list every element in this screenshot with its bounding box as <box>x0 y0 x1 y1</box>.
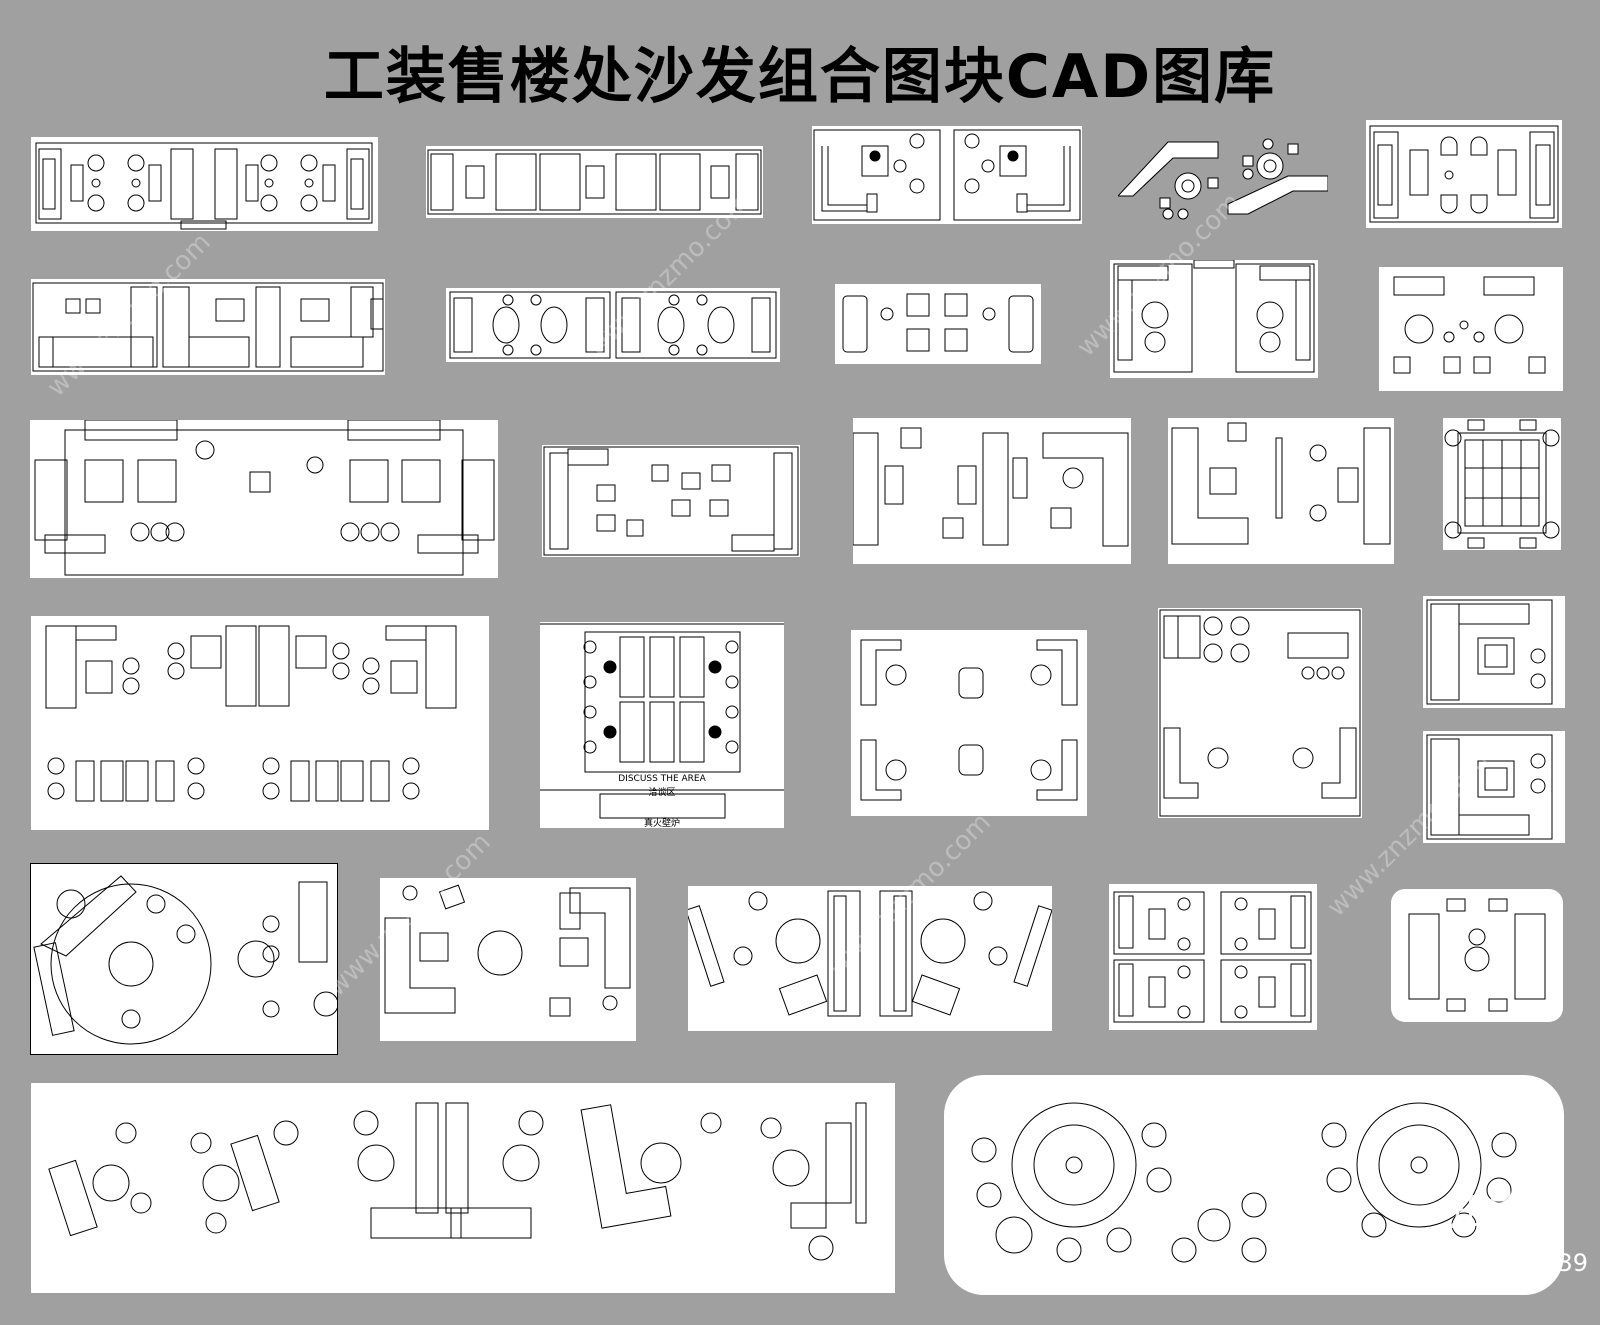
sofa-plan-drawing <box>1391 889 1563 1022</box>
sofa-plan-drawing <box>31 1083 895 1293</box>
cad-block-27[interactable] <box>31 1083 895 1293</box>
sofa-plan-drawing <box>446 288 780 362</box>
image-id: ID: 1163272339 <box>1394 1249 1588 1277</box>
cad-block-28[interactable] <box>944 1075 1564 1295</box>
cad-block-3[interactable] <box>812 126 1082 224</box>
sofa-plan-drawing <box>1118 138 1328 220</box>
cad-block-21[interactable] <box>1423 731 1565 843</box>
cad-block-12[interactable] <box>542 445 800 557</box>
cad-block-17-discuss-area[interactable]: DISCUSS THE AREA 洽谈区 真火壁炉 <box>540 622 784 828</box>
cad-block-19[interactable] <box>1158 608 1362 818</box>
sofa-plan-drawing <box>542 445 800 557</box>
cad-block-20[interactable] <box>1423 596 1565 708</box>
cad-block-6[interactable] <box>31 279 385 375</box>
sofa-plan-drawing <box>31 616 489 830</box>
discuss-area-label: DISCUSS THE AREA <box>618 774 706 784</box>
sofa-plan-drawing <box>1443 418 1561 550</box>
sofa-plan-drawing <box>31 137 378 231</box>
sofa-plan-drawing <box>1158 608 1362 818</box>
sofa-plan-drawing <box>426 146 763 218</box>
cad-block-7[interactable] <box>446 288 780 362</box>
cad-block-13[interactable] <box>853 418 1131 564</box>
sofa-plan-drawing <box>1110 260 1318 378</box>
sofa-plan-drawing <box>944 1075 1564 1295</box>
cad-block-2[interactable] <box>426 146 763 218</box>
cad-block-18[interactable] <box>851 630 1087 816</box>
sofa-plan-drawing <box>1423 731 1565 843</box>
sofa-plan-drawing <box>540 622 784 828</box>
sofa-plan-drawing <box>1366 120 1562 228</box>
cad-block-9[interactable] <box>1110 260 1318 378</box>
sofa-plan-drawing <box>1109 884 1317 1030</box>
sofa-plan-drawing <box>380 878 636 1041</box>
cad-block-26[interactable] <box>1391 889 1563 1022</box>
cad-block-10[interactable] <box>1379 267 1563 391</box>
cad-block-22[interactable] <box>30 863 338 1055</box>
page-title: 工装售楼处沙发组合图块CAD图库 <box>323 42 1277 112</box>
cad-block-16[interactable] <box>31 616 489 830</box>
brand-watermark: 知末 <box>1445 1188 1530 1237</box>
cad-block-14[interactable] <box>1168 418 1394 564</box>
cad-block-23[interactable] <box>380 878 636 1041</box>
cad-block-24[interactable] <box>688 886 1052 1031</box>
cad-block-25[interactable] <box>1109 884 1317 1030</box>
sofa-plan-drawing <box>688 886 1052 1031</box>
cad-block-11[interactable] <box>30 420 498 578</box>
sofa-plan-drawing <box>1423 596 1565 708</box>
sofa-plan-drawing <box>853 418 1131 564</box>
fireplace-label: 真火壁炉 <box>643 819 680 828</box>
sofa-plan-drawing <box>31 864 337 1054</box>
sofa-plan-drawing <box>1379 267 1563 391</box>
cad-block-5[interactable] <box>1366 120 1562 228</box>
sofa-plan-drawing <box>812 126 1082 224</box>
cad-block-1[interactable] <box>31 137 378 231</box>
discuss-area-cn-label: 洽谈区 <box>648 788 676 798</box>
sofa-plan-drawing <box>1168 418 1394 564</box>
cad-block-4[interactable] <box>1118 136 1328 226</box>
sofa-plan-drawing <box>851 630 1087 816</box>
sofa-plan-drawing <box>835 284 1041 364</box>
sofa-plan-drawing <box>31 279 385 375</box>
cad-block-15[interactable] <box>1443 418 1561 550</box>
cad-block-8[interactable] <box>835 284 1041 364</box>
sofa-plan-drawing <box>30 420 498 578</box>
